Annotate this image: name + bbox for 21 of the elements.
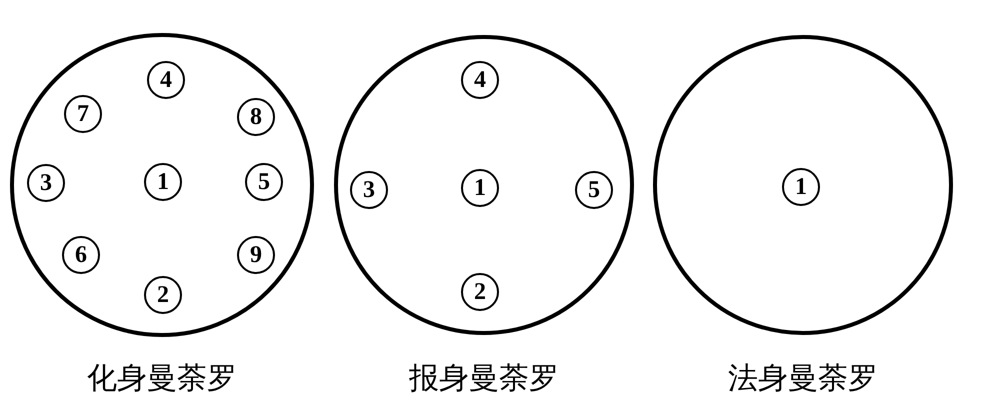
mandala-caption: 法身曼荼罗 xyxy=(728,361,878,397)
mandala-circle xyxy=(10,33,314,337)
mandala-circle xyxy=(334,35,634,335)
numbered-circle: 4 xyxy=(461,61,499,99)
numbered-circle: 3 xyxy=(27,164,65,202)
numbered-circle: 3 xyxy=(350,171,388,209)
numbered-circle: 1 xyxy=(782,168,820,206)
numbered-circle: 8 xyxy=(237,98,275,136)
numbered-circle: 4 xyxy=(147,61,185,99)
numbered-circle: 6 xyxy=(62,236,100,274)
numbered-circle: 5 xyxy=(245,163,283,201)
numbered-circle: 5 xyxy=(575,171,613,209)
mandala-caption: 化身曼荼罗 xyxy=(87,361,237,397)
numbered-circle: 9 xyxy=(237,236,275,274)
mandala-circle xyxy=(653,35,953,335)
numbered-circle: 1 xyxy=(461,169,499,207)
numbered-circle: 7 xyxy=(64,95,102,133)
numbered-circle: 2 xyxy=(144,276,182,314)
mandala-caption: 报身曼荼罗 xyxy=(409,361,559,397)
numbered-circle: 2 xyxy=(461,273,499,311)
numbered-circle: 1 xyxy=(144,163,182,201)
